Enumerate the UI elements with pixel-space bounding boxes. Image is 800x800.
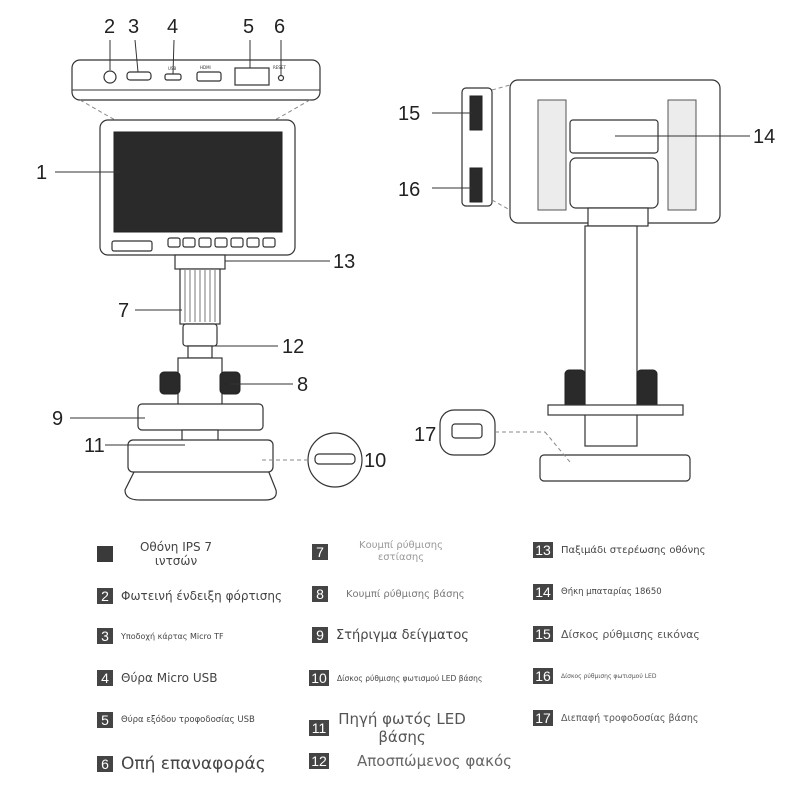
legend-text-15: Δίσκος ρύθμισης εικόνας bbox=[561, 627, 700, 641]
legend-badge-1 bbox=[97, 546, 113, 562]
legend-item-12: 12 Αποσπώμενος φακός bbox=[309, 752, 512, 770]
legend-item-2: 2 Φωτεινή ένδειξη φόρτισης bbox=[97, 588, 282, 604]
legend-badge-9: 9 bbox=[312, 627, 328, 643]
legend-item-4: 4 Θύρα Micro USB bbox=[97, 670, 217, 686]
legend-text-8: Κουμπί ρύθμισης βάσης bbox=[346, 588, 465, 600]
hdmi-port-icon bbox=[196, 71, 222, 82]
legend-badge-16: 16 bbox=[533, 668, 553, 684]
legend-badge-15: 15 bbox=[533, 626, 553, 642]
legend-badge-2: 2 bbox=[97, 588, 113, 604]
legend-badge-7: 7 bbox=[312, 544, 328, 560]
tf-slot-icon bbox=[126, 71, 152, 81]
legend-item-10: 10 Δίσκος ρύθμισης φωτισμού LED βάσης bbox=[309, 670, 482, 686]
legend-item-14: 14 Θήκη μπαταρίας 18650 bbox=[533, 584, 662, 600]
callout-12: 12 bbox=[282, 336, 304, 358]
legend-item-15: 15 Δίσκος ρύθμισης εικόνας bbox=[533, 626, 700, 642]
callout-14: 14 bbox=[753, 126, 775, 148]
control-buttons bbox=[167, 237, 276, 248]
legend-text-9: Στήριγμα δείγματος bbox=[336, 627, 469, 643]
legend-item-1: Οθόνη IPS 7 ιντσών bbox=[97, 540, 231, 568]
legend-badge-8: 8 bbox=[312, 586, 328, 602]
legend-text-1: Οθόνη IPS 7 ιντσών bbox=[139, 540, 213, 568]
legend-text-7: Κουμπί ρύθμισης εστίασης bbox=[359, 540, 443, 563]
callout-6: 6 bbox=[274, 16, 285, 38]
callout-7: 7 bbox=[118, 300, 129, 322]
callout-8: 8 bbox=[297, 374, 308, 396]
legend-text-17: Διεπαφή τροφοδοσίας βάσης bbox=[561, 712, 699, 724]
legend-badge-17: 17 bbox=[533, 710, 553, 726]
callout-1: 1 bbox=[36, 162, 47, 184]
legend-text-4: Θύρα Micro USB bbox=[121, 671, 218, 685]
legend-item-17: 17 Διεπαφή τροφοδοσίας βάσης bbox=[533, 710, 698, 726]
legend-item-5: 5 Θύρα εξόδου τροφοδοσίας USB bbox=[97, 712, 255, 728]
port6-label: RESET bbox=[273, 65, 286, 70]
callout-13: 13 bbox=[333, 251, 355, 273]
charge-indicator-icon bbox=[103, 70, 117, 84]
legend-item-3: 3 Υποδοχή κάρτας Micro TF bbox=[97, 628, 224, 644]
callout-11: 11 bbox=[84, 435, 105, 457]
legend-badge-3: 3 bbox=[97, 628, 113, 644]
legend-text-5: Θύρα εξόδου τροφοδοσίας USB bbox=[121, 715, 255, 725]
callout-16: 16 bbox=[398, 179, 420, 201]
legend-badge-10: 10 bbox=[309, 670, 329, 686]
legend-badge-12: 12 bbox=[309, 753, 329, 769]
port4-label: USB bbox=[168, 66, 176, 71]
legend-item-8: 8 Κουμπί ρύθμισης βάσης bbox=[312, 586, 465, 602]
reset-hole-icon bbox=[277, 74, 285, 82]
legend-item-7: 7 Κουμπί ρύθμισης εστίασης bbox=[312, 540, 466, 564]
callout-10: 10 bbox=[364, 450, 386, 472]
legend-text-3: Υποδοχή κάρτας Micro TF bbox=[121, 631, 224, 641]
legend-text-11: Πηγή φωτός LED βάσης bbox=[338, 710, 466, 746]
back-stand bbox=[539, 207, 691, 482]
legend-text-14: Θήκη μπαταρίας 18650 bbox=[561, 587, 662, 597]
legend-badge-6: 6 bbox=[97, 756, 113, 772]
microscope-diagram: USB HDMI RESET bbox=[36, 16, 775, 501]
port5-label: HDMI bbox=[200, 65, 211, 70]
legend: Οθόνη IPS 7 ιντσών 2 Φωτεινή ένδειξη φόρ… bbox=[0, 530, 800, 800]
callout-5: 5 bbox=[243, 16, 254, 38]
callout-3: 3 bbox=[128, 16, 139, 38]
legend-text-13: Παξιμάδι στερέωσης οθόνης bbox=[561, 544, 706, 556]
top-port-panel: USB HDMI RESET bbox=[71, 59, 321, 101]
callout-17: 17 bbox=[414, 424, 436, 446]
micro-usb-port-icon bbox=[164, 73, 182, 81]
legend-badge-14: 14 bbox=[533, 584, 553, 600]
monitor-back bbox=[509, 79, 721, 224]
legend-badge-11: 11 bbox=[309, 720, 329, 736]
microscope-stand bbox=[124, 254, 277, 501]
legend-badge-13: 13 bbox=[533, 542, 553, 558]
legend-item-13: 13 Παξιμάδι στερέωσης οθόνης bbox=[533, 542, 705, 558]
usb-out-port-icon bbox=[234, 67, 270, 86]
monitor-front bbox=[99, 119, 296, 256]
legend-item-11: 11 Πηγή φωτός LED βάσης bbox=[309, 710, 467, 746]
callout-15: 15 bbox=[398, 103, 420, 125]
callout-4: 4 bbox=[167, 16, 178, 38]
callout-9: 9 bbox=[52, 408, 63, 430]
legend-item-16: 16 Δίσκος ρύθμισης φωτισμού LED bbox=[533, 668, 656, 684]
legend-text-10: Δίσκος ρύθμισης φωτισμού LED βάσης bbox=[337, 673, 483, 683]
legend-text-2: Φωτεινή ένδειξη φόρτισης bbox=[121, 589, 282, 603]
legend-badge-4: 4 bbox=[97, 670, 113, 686]
legend-item-9: 9 Στήριγμα δείγματος bbox=[312, 627, 469, 643]
legend-text-16: Δίσκος ρύθμισης φωτισμού LED bbox=[561, 672, 657, 680]
legend-badge-5: 5 bbox=[97, 712, 113, 728]
legend-text-12: Αποσπώμενος φακός bbox=[357, 752, 512, 770]
callout-2: 2 bbox=[104, 16, 115, 38]
legend-item-6: 6 Οπή επαναφοράς bbox=[97, 754, 266, 774]
legend-text-6: Οπή επαναφοράς bbox=[121, 754, 266, 774]
